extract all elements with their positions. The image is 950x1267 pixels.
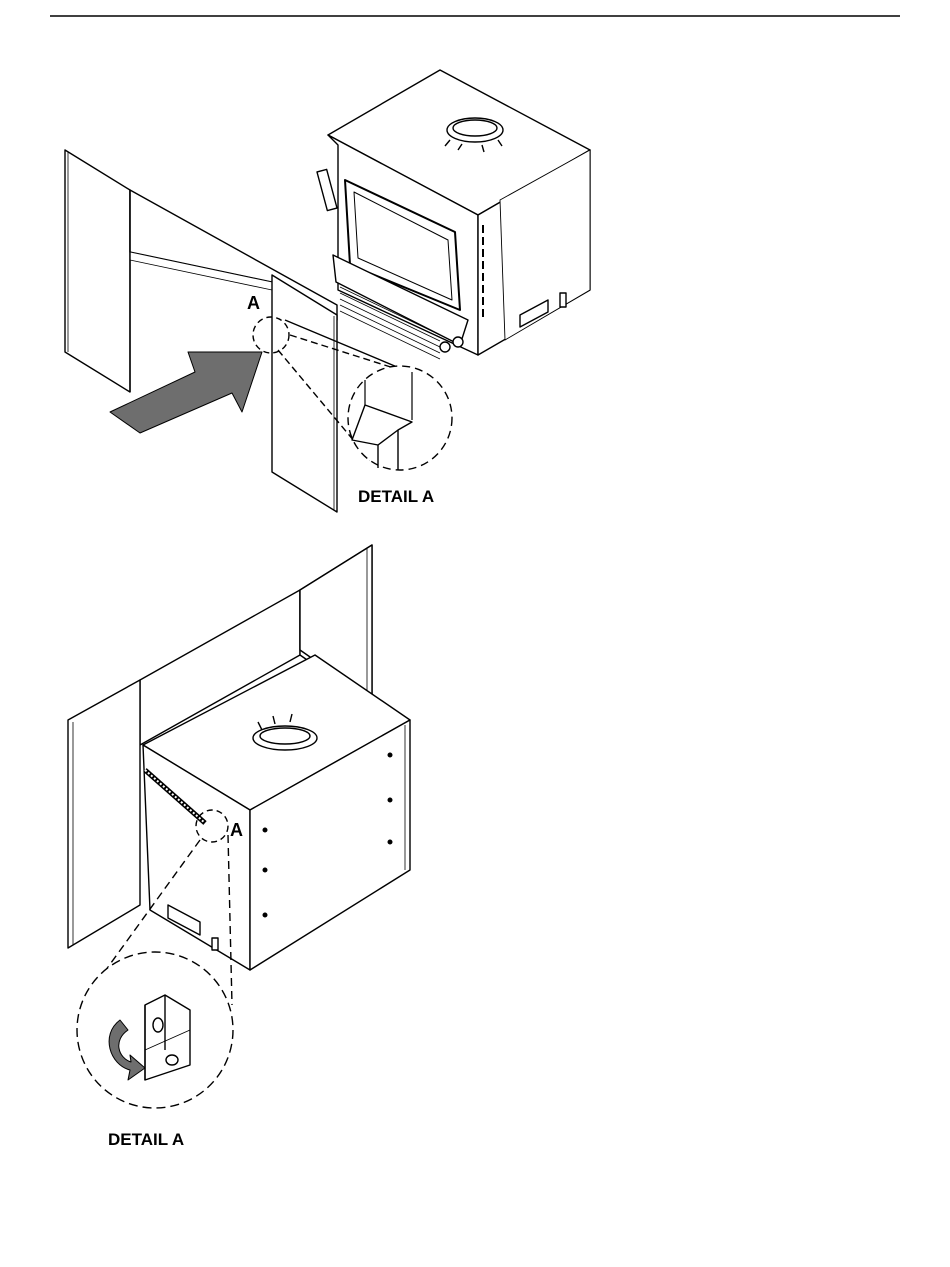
right-shield-panel <box>272 275 337 512</box>
left-shield-panel-installed <box>68 680 140 948</box>
top-figure: A DETAIL A <box>65 70 590 512</box>
bottom-figure: A DETAIL A <box>68 545 410 1149</box>
left-shield-panel <box>65 150 130 392</box>
detail-a-magnified-view <box>348 366 452 470</box>
callout-letter-a: A <box>247 293 260 313</box>
detail-a-caption: DETAIL A <box>358 487 434 506</box>
stove-insert <box>317 70 590 359</box>
callout-letter-a-bottom: A <box>230 820 243 840</box>
detail-a-magnified-view-bottom <box>77 952 233 1108</box>
detail-a-caption-bottom: DETAIL A <box>108 1130 184 1149</box>
insert-direction-arrow <box>110 352 262 433</box>
